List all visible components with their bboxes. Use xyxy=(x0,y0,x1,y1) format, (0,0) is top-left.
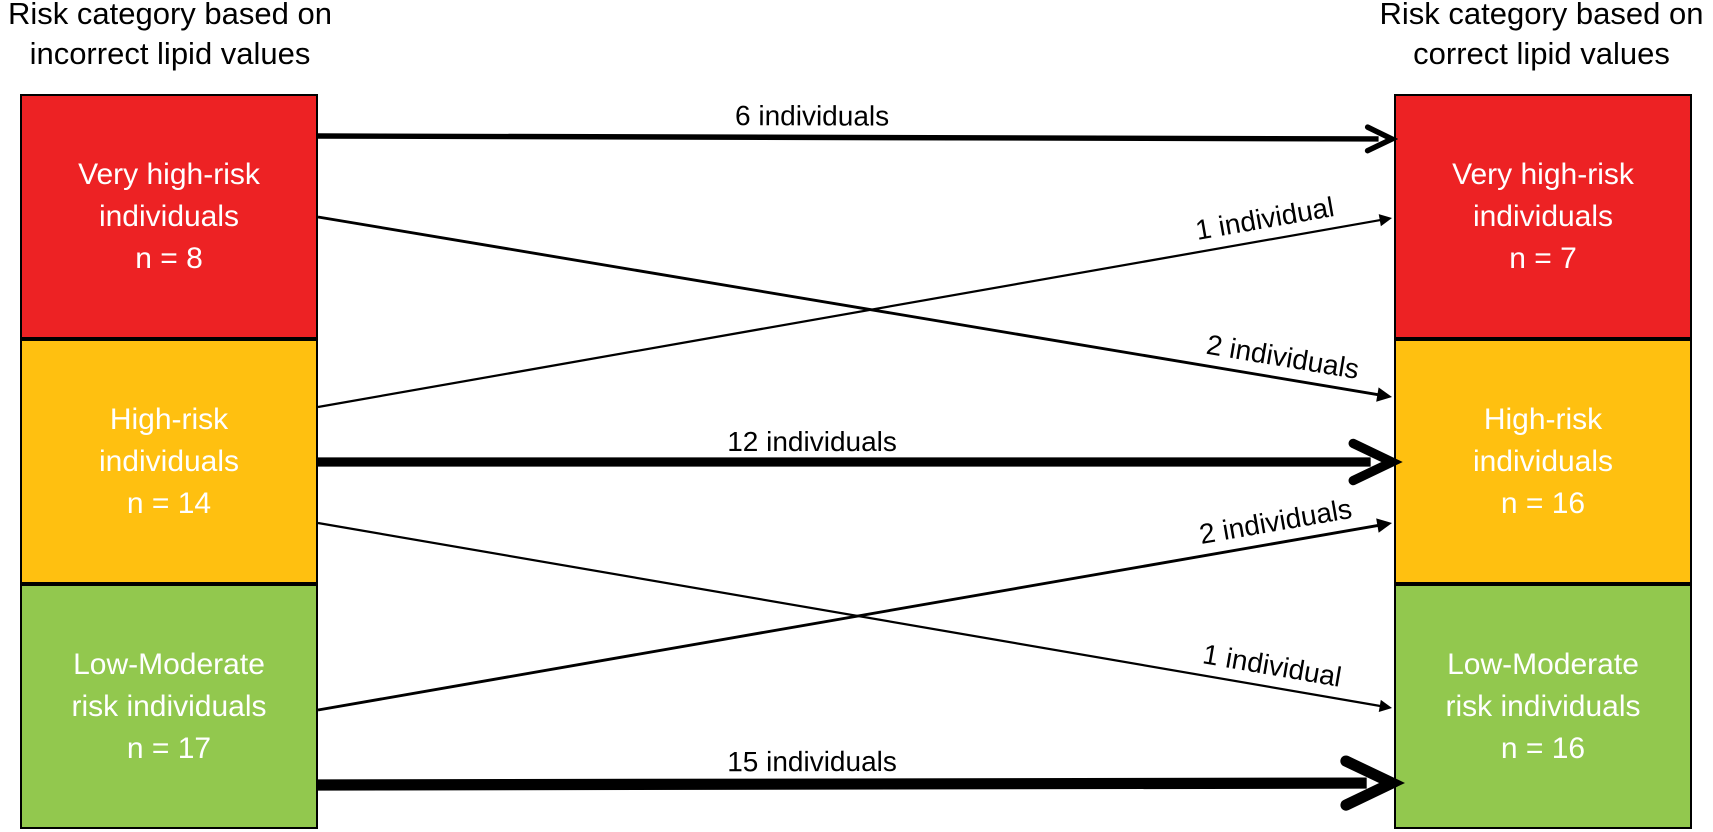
flow-very-high-to-very-high: 6 individuals xyxy=(317,100,1399,154)
right-box-high-risk: High-risk individuals n = 16 xyxy=(1394,339,1692,584)
box-count: n = 17 xyxy=(126,731,212,765)
flow-high-to-very-high: 1 individual xyxy=(317,191,1392,409)
left-box-high-risk: High-risk individuals n = 14 xyxy=(20,339,318,584)
box-count: n = 14 xyxy=(126,486,212,520)
right-column-header: Risk category based on correct lipid val… xyxy=(1370,0,1713,74)
box-label-line-2: individuals xyxy=(98,444,240,478)
flow-very-high-to-high: 2 individuals xyxy=(317,215,1392,402)
flow-label: 12 individuals xyxy=(727,426,897,457)
box-label-line-2: individuals xyxy=(98,199,240,233)
left-box-low-moderate-risk: Low-Moderate risk individuals n = 17 xyxy=(20,584,318,829)
box-label-line-2: risk individuals xyxy=(1445,689,1641,723)
right-header-line-1: Risk category based on xyxy=(1379,0,1704,31)
flow-label: 2 individuals xyxy=(1204,329,1361,385)
flow-label: 2 individuals xyxy=(1197,493,1354,550)
flow-label: 15 individuals xyxy=(727,746,897,777)
box-count: n = 16 xyxy=(1500,486,1586,520)
arrowhead-icon xyxy=(1364,124,1399,154)
box-label-line-1: High-risk xyxy=(1483,402,1603,436)
flow-high-to-high: 12 individuals xyxy=(318,426,1403,486)
right-box-very-high-risk: Very high-risk individuals n = 7 xyxy=(1394,94,1692,339)
right-header-line-2: correct lipid values xyxy=(1413,36,1670,71)
box-label-line-2: risk individuals xyxy=(71,689,267,723)
box-label-line-2: individuals xyxy=(1472,199,1614,233)
box-label-line-1: High-risk xyxy=(109,402,229,436)
arrowhead-icon xyxy=(1376,518,1392,533)
box-label-line-1: Low-Moderate xyxy=(73,647,265,681)
right-box-low-moderate-risk: Low-Moderate risk individuals n = 16 xyxy=(1394,584,1692,829)
flow-line xyxy=(317,215,1380,397)
box-label-line-1: Very high-risk xyxy=(78,157,260,191)
box-label-line-1: Very high-risk xyxy=(1452,157,1634,191)
arrowhead-icon xyxy=(1340,755,1405,811)
flow-low-moderate-to-low-moderate: 15 individuals xyxy=(317,746,1405,811)
box-label-line-1: Low-Moderate xyxy=(1447,647,1639,681)
arrowhead-icon xyxy=(1378,699,1392,712)
left-header-line-1: Risk category based on xyxy=(8,0,332,31)
arrowhead-icon xyxy=(1376,387,1392,402)
flow-low-moderate-to-high: 2 individuals xyxy=(317,493,1392,712)
flow-line xyxy=(317,133,1379,142)
flow-label: 6 individuals xyxy=(735,100,889,131)
flow-line xyxy=(317,523,1380,712)
box-count: n = 7 xyxy=(1509,241,1577,275)
flow-line xyxy=(317,218,1382,409)
left-column-header: Risk category based on incorrect lipid v… xyxy=(0,0,340,74)
left-header-line-2: incorrect lipid values xyxy=(29,36,311,71)
flow-label: 1 individual xyxy=(1200,638,1343,692)
arrowhead-icon xyxy=(1378,214,1392,227)
arrowhead-icon xyxy=(1348,438,1403,486)
box-count: n = 8 xyxy=(135,241,203,275)
box-label-line-2: individuals xyxy=(1472,444,1614,478)
box-count: n = 16 xyxy=(1500,731,1586,765)
flow-line xyxy=(317,521,1382,708)
flow-line xyxy=(317,777,1367,791)
left-box-very-high-risk: Very high-risk individuals n = 8 xyxy=(20,94,318,339)
flow-label: 1 individual xyxy=(1193,191,1336,246)
